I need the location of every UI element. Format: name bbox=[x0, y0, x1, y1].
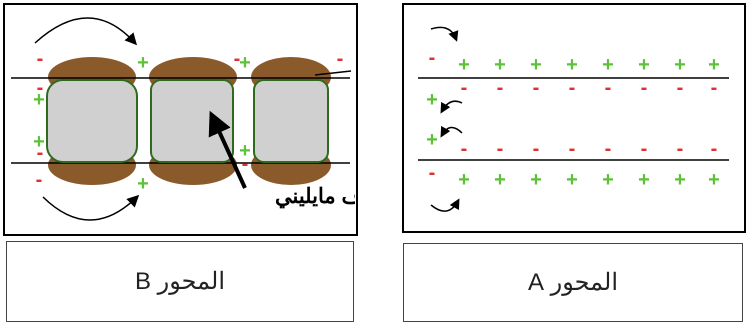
plus-sign: + bbox=[239, 140, 251, 162]
minus-sign: - bbox=[641, 77, 648, 99]
minus-sign: - bbox=[605, 138, 612, 160]
plus-sign: + bbox=[530, 54, 542, 76]
axon-b-caption: المحور B bbox=[6, 241, 354, 322]
minus-sign: - bbox=[569, 77, 576, 99]
plus-sign: + bbox=[494, 169, 506, 191]
axon-segment bbox=[47, 80, 137, 162]
plus-sign: + bbox=[566, 169, 578, 191]
charge-signs: - + + + + + + + + + - - - - - - - - + - … bbox=[426, 47, 720, 191]
curved-arrow-icon bbox=[35, 18, 135, 43]
minus-sign: - bbox=[497, 138, 504, 160]
axon-a-caption: المحور A bbox=[403, 243, 743, 322]
curved-arrow-icon bbox=[442, 101, 462, 111]
minus-sign: - bbox=[461, 77, 468, 99]
curved-arrow-icon bbox=[431, 27, 456, 39]
minus-sign: - bbox=[605, 77, 612, 99]
axon-a-caption-text: المحور A bbox=[528, 268, 618, 297]
myelin-sheath-label: غلاف مايليني bbox=[275, 185, 355, 209]
plus-sign: + bbox=[708, 169, 720, 191]
plus-sign: + bbox=[458, 169, 470, 191]
minus-sign: - bbox=[533, 77, 540, 99]
minus-sign: - bbox=[677, 77, 684, 99]
plus-sign: + bbox=[137, 52, 149, 74]
minus-sign: - bbox=[37, 142, 44, 164]
plus-sign: + bbox=[638, 169, 650, 191]
axon-segment bbox=[254, 80, 328, 162]
minus-sign: - bbox=[337, 48, 344, 70]
plus-sign: + bbox=[638, 54, 650, 76]
unmyelinated-axon-diagram: - + + + + + + + + + - - - - - - - - + - … bbox=[404, 5, 743, 230]
plus-sign: + bbox=[674, 54, 686, 76]
plus-sign: + bbox=[708, 54, 720, 76]
plus-sign: + bbox=[458, 54, 470, 76]
minus-sign: - bbox=[677, 138, 684, 160]
plus-sign: + bbox=[602, 169, 614, 191]
minus-sign: - bbox=[429, 47, 436, 69]
plus-sign: + bbox=[566, 54, 578, 76]
axon-segment bbox=[151, 80, 233, 162]
minus-sign: - bbox=[641, 138, 648, 160]
minus-sign: - bbox=[711, 138, 718, 160]
minus-sign: - bbox=[569, 138, 576, 160]
plus-sign: + bbox=[602, 54, 614, 76]
myelinated-axon-diagram: - + - + - + - + - - + - + غلاف مايليني bbox=[5, 5, 355, 233]
plus-sign: + bbox=[426, 89, 438, 111]
plus-sign: + bbox=[674, 169, 686, 191]
minus-sign: - bbox=[711, 77, 718, 99]
plus-sign: + bbox=[426, 129, 438, 151]
minus-sign: - bbox=[533, 138, 540, 160]
minus-sign: - bbox=[37, 77, 44, 99]
curved-arrow-icon bbox=[442, 127, 462, 135]
minus-sign: - bbox=[497, 77, 504, 99]
plus-sign: + bbox=[530, 169, 542, 191]
minus-sign: - bbox=[429, 162, 436, 184]
plus-sign: + bbox=[494, 54, 506, 76]
plus-sign: + bbox=[239, 52, 251, 74]
minus-sign: - bbox=[461, 138, 468, 160]
minus-sign: - bbox=[36, 169, 43, 191]
minus-sign: - bbox=[37, 48, 44, 70]
axon-b-caption-text: المحور B bbox=[135, 267, 225, 296]
curved-arrow-icon bbox=[431, 201, 458, 211]
curved-arrow-icon bbox=[43, 197, 137, 220]
myelinated-axon-panel: - + - + - + - + - - + - + غلاف مايليني bbox=[3, 3, 358, 236]
unmyelinated-axon-panel: - + + + + + + + + + - - - - - - - - + - … bbox=[402, 3, 746, 233]
plus-sign: + bbox=[137, 173, 149, 195]
